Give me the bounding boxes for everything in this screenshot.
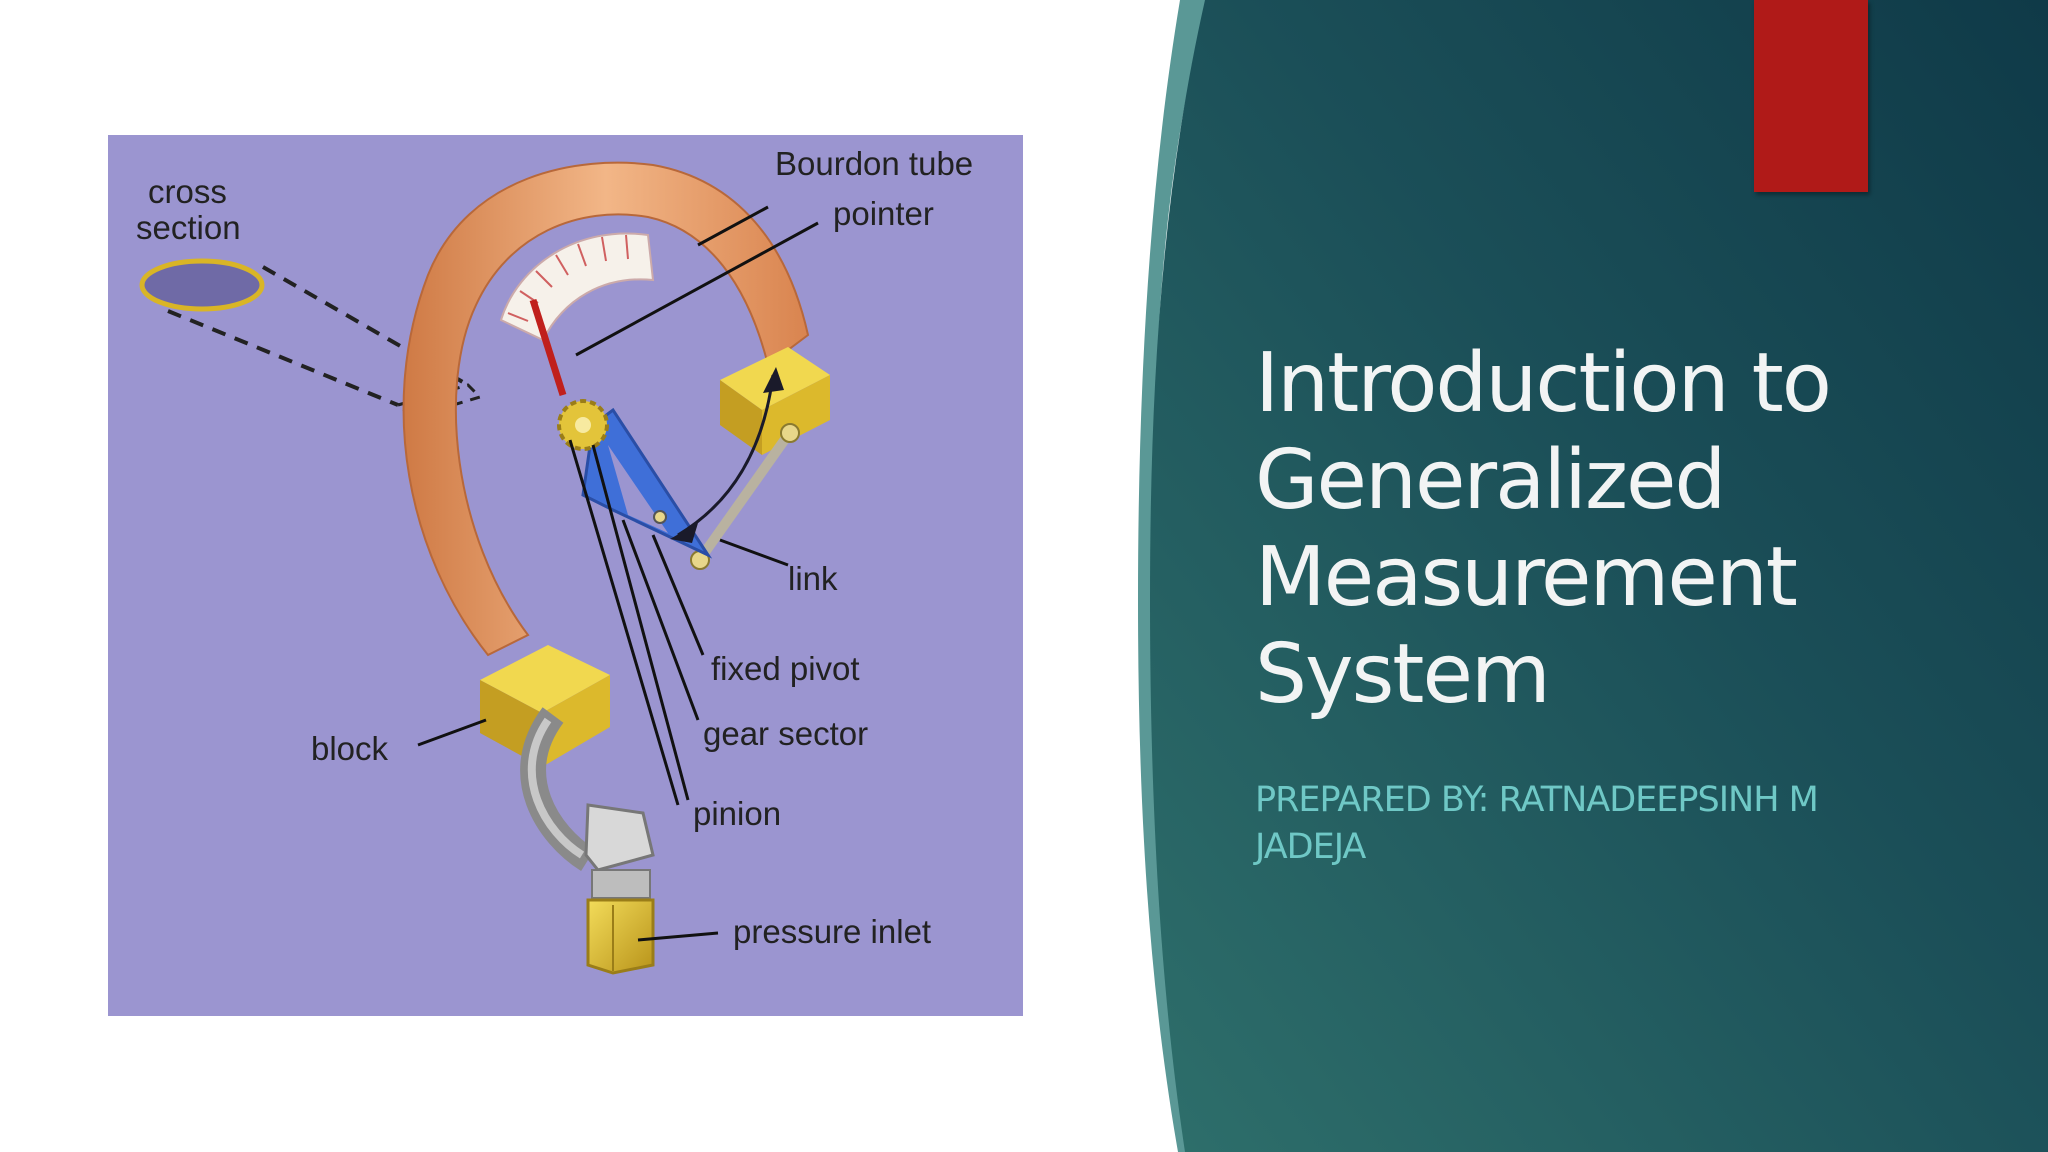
gear-sector-cutout bbox=[608, 445, 668, 533]
motion-arrow bbox=[677, 374, 775, 537]
bourdon-tube bbox=[402, 161, 810, 657]
leader-pressure-inlet bbox=[637, 931, 719, 942]
label-link: link bbox=[788, 560, 838, 597]
label-pinion: pinion bbox=[693, 795, 781, 832]
leader-block bbox=[417, 718, 487, 747]
panel-highlight-edge bbox=[1138, 0, 1208, 1152]
pointer bbox=[529, 298, 567, 397]
gear-sector bbox=[581, 407, 713, 559]
fixed-pivot-point bbox=[653, 510, 667, 524]
leader-gear-sector bbox=[621, 519, 700, 721]
cross-section-shape bbox=[139, 258, 265, 312]
link-joint-top bbox=[780, 423, 800, 443]
slide-title: Introduction to Generalized Measurement … bbox=[1255, 336, 1832, 722]
label-bourdon-tube: Bourdon tube bbox=[775, 145, 973, 182]
panel-main bbox=[1150, 0, 2048, 1152]
label-fixed-pivot: fixed pivot bbox=[711, 650, 860, 687]
bourdon-tube-diagram: cross section Bourdon tube pointer link … bbox=[108, 135, 1023, 1016]
leader-pinion bbox=[591, 444, 690, 801]
leader-pinion-2 bbox=[568, 439, 680, 806]
label-cross-section-line2: section bbox=[136, 209, 241, 246]
motion-arrowhead-bottom bbox=[670, 523, 698, 543]
hex-nut bbox=[584, 803, 655, 899]
leader-bourdon-tube bbox=[697, 205, 769, 247]
label-gear-sector: gear sector bbox=[703, 715, 868, 752]
connecting-pipe-highlight bbox=[527, 717, 585, 859]
label-cross-section-line1: cross bbox=[148, 173, 227, 210]
leader-pointer bbox=[575, 221, 819, 357]
motion-arrowhead-top bbox=[763, 367, 784, 393]
leader-fixed-pivot bbox=[651, 534, 705, 656]
label-block: block bbox=[311, 730, 389, 767]
pinion-hub bbox=[575, 417, 591, 433]
link-rod bbox=[698, 432, 793, 558]
leader-link bbox=[719, 538, 789, 567]
pressure-inlet-fitting bbox=[586, 898, 655, 975]
label-pressure-inlet: pressure inlet bbox=[733, 913, 931, 950]
label-pointer: pointer bbox=[833, 195, 934, 232]
slide-subtitle: PREPARED BY: RATNADEEPSINH M JADEJA bbox=[1255, 780, 1819, 867]
accent-bar bbox=[1754, 0, 1868, 192]
